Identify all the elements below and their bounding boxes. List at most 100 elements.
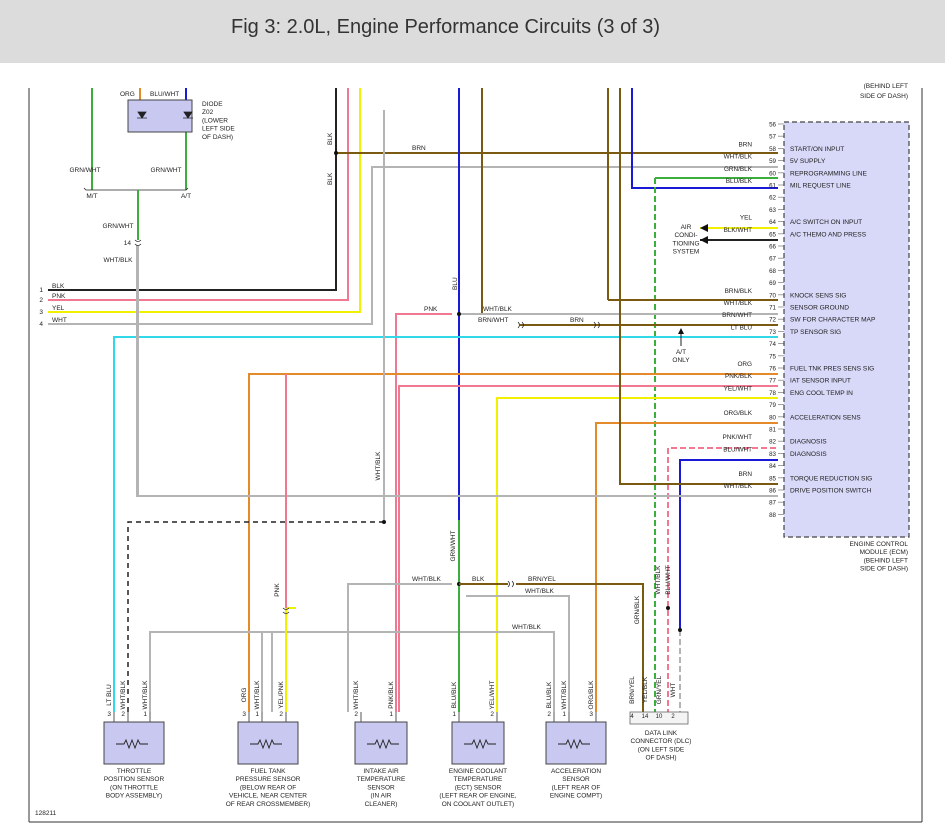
arrow-ac-65 — [700, 236, 708, 244]
wire-brn-85 — [619, 88, 778, 485]
splice-71 — [457, 312, 461, 316]
ecm-wire-label: BLU/WHT — [723, 446, 752, 453]
component-throttle — [103, 721, 165, 765]
ecm-wire-label: BRN — [739, 141, 753, 148]
ecm-caption: SIDE OF DASH) — [860, 566, 908, 573]
component-pin-number: 2 — [354, 711, 358, 718]
ecm-pin-number: 81 — [769, 427, 776, 434]
mt-label: M/T — [86, 193, 97, 200]
diode-label: (LOWER — [202, 117, 228, 124]
ecm-pin-number: 85 — [769, 475, 776, 482]
ecm-signal-label: TORQUE REDUCTION SIG — [790, 475, 872, 482]
ecm-wire-label: BLK/WHT — [724, 227, 753, 234]
ecm-pin-number: 56 — [769, 122, 776, 129]
component-pin-wire: BLU/BLK — [546, 681, 553, 708]
component-pin-number: 1 — [255, 711, 259, 718]
component-caption: SENSOR — [367, 784, 395, 791]
mt-at-bracket — [83, 187, 189, 191]
wire-label: WHT/BLK — [483, 306, 513, 313]
wire-label: PNK — [424, 306, 438, 313]
bus-pin-number: 1 — [39, 287, 43, 294]
ecm-pin-number: 61 — [769, 183, 776, 190]
component-caption: ACCELERATION — [551, 768, 601, 775]
bus-pin-number: 4 — [39, 321, 43, 328]
component-pin-number: 2 — [279, 711, 283, 718]
top-right-note: SIDE OF DASH) — [860, 93, 908, 100]
dlc-pin-number: 14 — [642, 714, 649, 720]
component-pin-number: 2 — [547, 711, 551, 718]
wire-blk-dashed — [127, 521, 384, 712]
ecm-caption: ENGINE CONTROL — [849, 541, 908, 548]
ecm-signal-label: ENG COOL TEMP IN — [790, 390, 853, 397]
ecm-pin-number: 88 — [769, 512, 776, 519]
component-fuel-tank — [237, 721, 299, 765]
ecm-signal-label: ACCELERATION SENS — [790, 414, 861, 421]
ecm-pin-number: 83 — [769, 451, 776, 458]
component-resistor-symbol — [464, 738, 496, 750]
ecm-wire-label: BLU/BLK — [726, 178, 753, 185]
bus-pin-number: 3 — [39, 309, 43, 316]
wire-label: BLK — [472, 576, 485, 583]
diode-label: Z02 — [202, 109, 214, 116]
ecm-pin-number: 59 — [769, 158, 776, 165]
ecm-wire-label: GRN/BLK — [724, 166, 753, 173]
ecm-pin-number: 64 — [769, 219, 776, 226]
ac-system-label: TIONING — [672, 240, 699, 247]
wire-orgblk-80 — [595, 422, 778, 712]
wire-whtblk-throttle — [149, 631, 272, 712]
component-pin-number: 2 — [121, 711, 125, 718]
ecm-pin-number: 67 — [769, 256, 776, 263]
wire-label: BRN/WHT — [478, 317, 508, 324]
wire-label: GRN/BLK — [634, 595, 641, 624]
dlc-connector — [629, 711, 689, 725]
ecm-pin-number: 68 — [769, 268, 776, 275]
wire-whtblk-iat — [347, 583, 452, 712]
ecm-signal-label: DIAGNOSIS — [790, 439, 827, 446]
wire-label: GRN/WHT — [69, 167, 100, 174]
component-pin-wire: WHT/BLK — [561, 680, 568, 710]
splice-dlc — [666, 606, 670, 610]
wire-yelpnk — [285, 607, 296, 712]
component-pin-number: 3 — [589, 711, 593, 718]
ecm-wire-label: LT BLU — [731, 324, 752, 331]
dlc-caption: (ON LEFT SIDE — [638, 746, 685, 753]
ecm-signal-label: IAT SENSOR INPUT — [790, 378, 851, 385]
component-caption: SENSOR — [562, 776, 590, 783]
component-caption: (ON THROTTLE — [110, 784, 159, 791]
ecm-wire-label: ORG/BLK — [724, 410, 753, 417]
component-pin-number: 2 — [490, 711, 494, 718]
component-caption: (LEFT REAR OF — [552, 784, 601, 791]
wire-label: BLU — [452, 277, 459, 290]
ecm-pin-number: 60 — [769, 170, 776, 177]
component-pin-wire: BLU/BLK — [451, 681, 458, 708]
ecm-wire-label: BRN/WHT — [722, 312, 752, 319]
component-pin-number: 3 — [107, 711, 111, 718]
wire-label: GRN/WHT — [450, 530, 457, 561]
wire-yel-78 — [496, 397, 778, 712]
component-pin-number: 1 — [562, 711, 566, 718]
component-pin-wire: WHT/BLK — [120, 680, 127, 710]
wire-wht-59 — [48, 166, 778, 325]
wire-label: WHT/BLK — [525, 588, 555, 595]
ecm-signal-label: A/C THEMO AND PRESS — [790, 231, 867, 238]
ecm-wire-label: YEL — [740, 215, 753, 222]
diode-label: LEFT SIDE — [202, 126, 235, 133]
wire-label: BLK — [327, 172, 334, 185]
ac-system-label: SYSTEM — [673, 249, 700, 256]
component-caption: VEHICLE, NEAR CENTER — [229, 793, 307, 800]
crimp-72b — [593, 321, 600, 329]
ac-system-label: CONDI- — [674, 232, 697, 239]
wire-label: GRN/WHT — [150, 167, 181, 174]
ecm-pin-number: 73 — [769, 329, 776, 336]
ecm-pin-number: 57 — [769, 134, 776, 141]
ecm-wire-label: WHT/BLK — [724, 483, 753, 490]
arrow-ac-64 — [700, 224, 708, 232]
component-pin-wire: ORG — [241, 688, 248, 703]
ecm-pin-number: 66 — [769, 244, 776, 251]
wire-label: BRN — [412, 145, 426, 152]
splice-brn — [334, 151, 338, 155]
figure-id: 128211 — [35, 810, 57, 817]
ecm-pin-number: 65 — [769, 231, 776, 238]
diode-symbol-left — [137, 111, 147, 119]
component-caption: (IN AIR — [371, 793, 392, 800]
